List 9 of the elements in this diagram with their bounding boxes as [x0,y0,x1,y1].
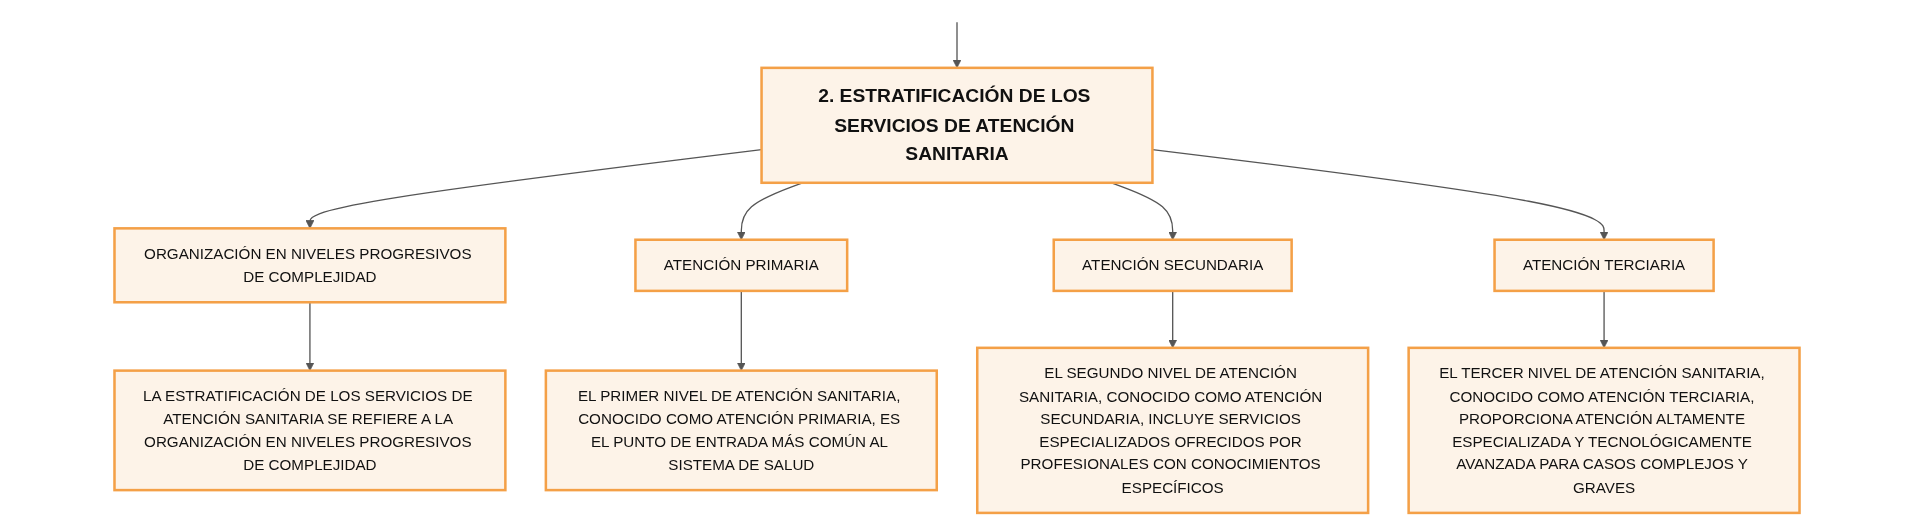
node-box: LA ESTRATIFICACIÓN DE LOS SERVICIOS DE ATENCIÓN SANITARIA SE REFIERE A LA ORGANIZACIÓN EN NIVELES PROGRESIVOS DE COMPLEJIDAD [113,369,507,492]
node-box: EL PRIMER NIVEL DE ATENCIÓN SANITARIA, CONOCIDO COMO ATENCIÓN PRIMARIA, ES EL PUNTO DE ENTRADA MÁS COMÚN AL SISTEMA DE SALUD [544,369,938,492]
node-box: ATENCIÓN PRIMARIA [634,238,849,293]
node-box: EL SEGUNDO NIVEL DE ATENCIÓN SANITARIA, CONOCIDO COMO ATENCIÓN SECUNDARIA, INCLUYE SERVICIOS ESPECIALIZADOS OFRECIDOS POR PROFESIONALES CON CONOCIMIENTOS ESPECÍFICOS [976,346,1370,515]
node-box: ATENCIÓN TERCIARIA [1493,238,1715,293]
node-box: ORGANIZACIÓN EN NIVELES PROGRESIVOS DE COMPLEJIDAD [113,227,507,304]
node-box: 2. ESTRATIFICACIÓN DE LOS SERVICIOS DE ATENCIÓN SANITARIA [760,66,1154,185]
node-box: ATENCIÓN SECUNDARIA [1052,238,1293,293]
node-box: EL TERCER NIVEL DE ATENCIÓN SANITARIA, CONOCIDO COMO ATENCIÓN TERCIARIA, PROPORCIONA ATENCIÓN ALTAMENTE ESPECIALIZADA Y TECNOLÓGICAMENTE AVANZADA PARA CASOS COMPLEJOS Y GRAVES [1407,346,1801,515]
